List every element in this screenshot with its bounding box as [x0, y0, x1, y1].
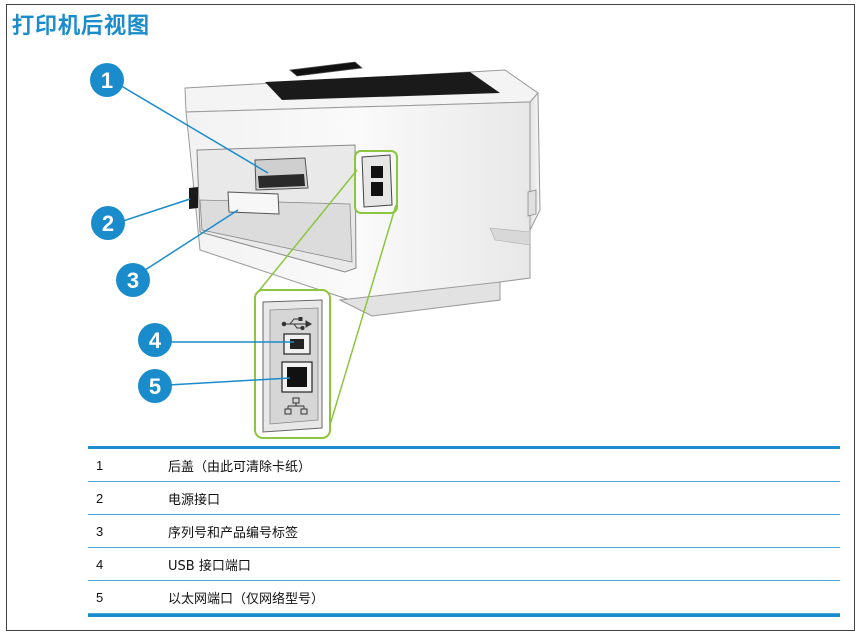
legend-table: 1 后盖（由此可清除卡纸） 2 电源接口 3 序列号和产品编号标签 4 USB … — [88, 446, 840, 617]
legend-rule-bottom — [88, 614, 840, 617]
ethernet-icon — [284, 397, 308, 415]
legend-row: 5 以太网端口（仅网络型号） — [88, 581, 840, 614]
callout-4: 4 — [138, 323, 172, 357]
svg-text:1: 1 — [101, 68, 113, 93]
legend-number: 4 — [96, 556, 104, 572]
legend-description: 以太网端口（仅网络型号） — [168, 591, 325, 607]
zoom-line-left — [257, 169, 358, 293]
legend-rule-top — [88, 446, 840, 449]
page-title: 打印机后视图 — [12, 14, 151, 39]
legend-row: 1 后盖（由此可清除卡纸） — [88, 449, 840, 482]
page-frame — [6, 4, 855, 631]
svg-text:5: 5 — [149, 374, 161, 399]
svg-text:4: 4 — [149, 328, 162, 353]
zoom-line-right — [329, 204, 397, 426]
legend-number: 2 — [96, 490, 104, 506]
callout-leaders — [117, 83, 294, 386]
legend-description: 后盖（由此可清除卡纸） — [168, 459, 312, 475]
legend-number: 1 — [96, 457, 104, 473]
port-panel-enlarged — [254, 289, 331, 439]
printer-body — [184, 61, 541, 317]
legend-number: 3 — [96, 523, 104, 539]
callout-2: 2 — [91, 206, 125, 240]
usb-icon — [281, 317, 312, 331]
callout-3: 3 — [116, 263, 150, 297]
port-panel-highlight — [354, 150, 398, 214]
legend-row: 2 电源接口 — [88, 482, 840, 515]
svg-text:3: 3 — [127, 268, 139, 293]
svg-text:2: 2 — [102, 211, 114, 236]
legend-number: 5 — [96, 589, 104, 605]
printer-rear-view-illustration: 1 2 3 4 5 — [90, 61, 541, 439]
legend-row: 4 USB 接口端口 — [88, 548, 840, 581]
legend-description: USB 接口端口 — [168, 558, 251, 574]
callout-1: 1 — [90, 63, 124, 97]
legend-row: 3 序列号和产品编号标签 — [88, 515, 840, 548]
legend-description: 序列号和产品编号标签 — [168, 525, 299, 541]
callout-5: 5 — [138, 369, 172, 403]
legend-description: 电源接口 — [168, 492, 221, 508]
